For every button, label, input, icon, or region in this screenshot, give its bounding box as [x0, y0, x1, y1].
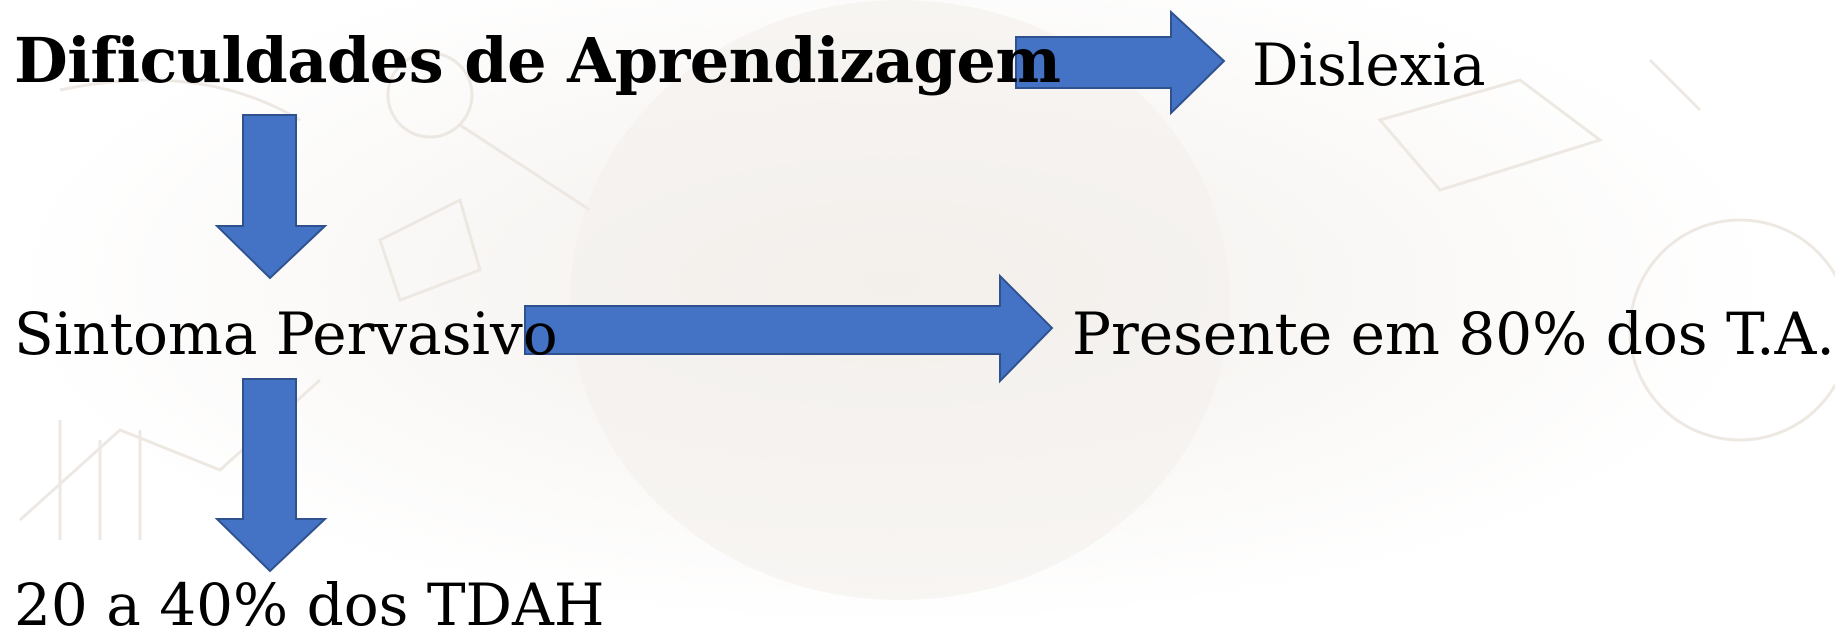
- node-tdah: 20 a 40% dos TDAH: [14, 571, 605, 639]
- arrow-sintoma-to-presente: [524, 273, 1054, 384]
- magnifier-sketch-icon: [386, 51, 474, 139]
- arrow-title-to-sintoma: [214, 114, 328, 280]
- node-presente: Presente em 80% dos T.A.: [1072, 300, 1835, 368]
- node-sintoma-pervasivo: Sintoma Pervasivo: [14, 300, 558, 368]
- background-sketches: [18, 0, 1835, 600]
- diagram-arrows: [214, 9, 1226, 573]
- node-dislexia: Dislexia: [1252, 31, 1486, 99]
- arrow-title-to-dislexia: [1015, 9, 1226, 116]
- background-photo-blur: [570, 0, 1230, 600]
- arrow-sintoma-to-tdah: [214, 378, 328, 573]
- node-title: Dificuldades de Aprendizagem: [14, 24, 1061, 97]
